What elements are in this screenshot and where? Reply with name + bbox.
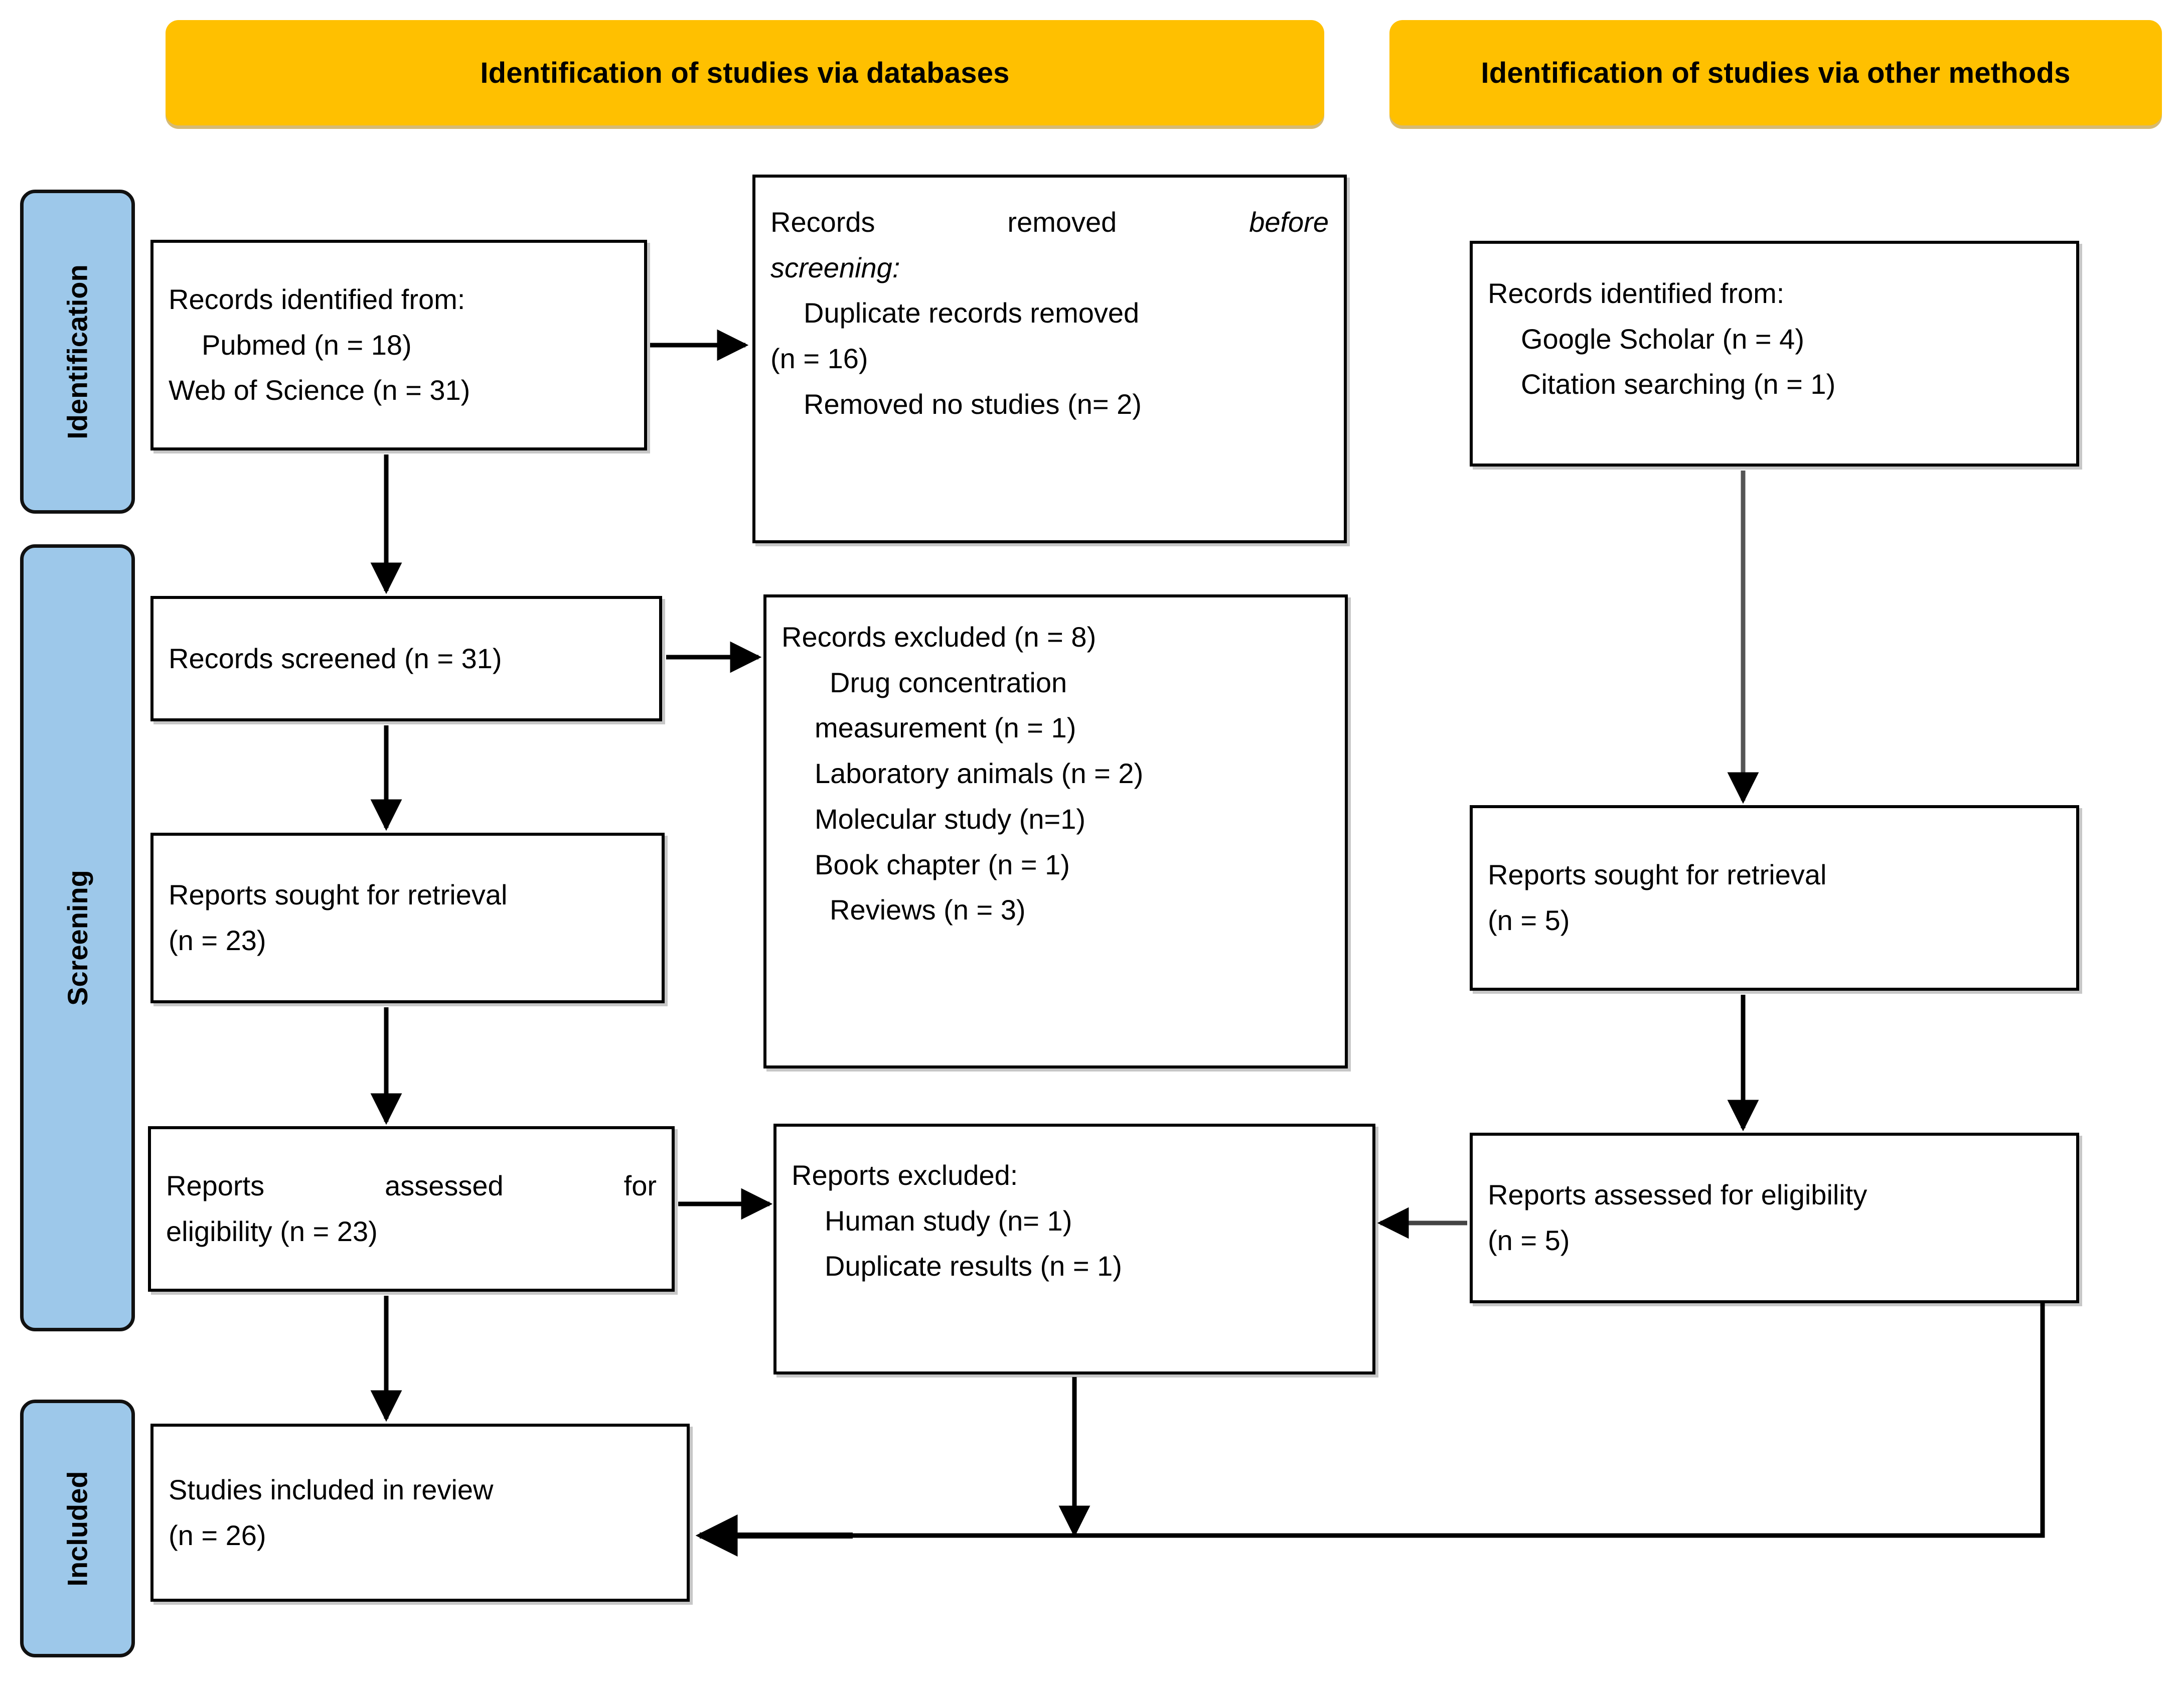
records-identified-db-item-0: Pubmed (n = 18) <box>202 329 412 361</box>
box-studies-included: Studies included in review (n = 26) <box>150 1424 690 1602</box>
records-removed-word-before: before <box>1249 206 1329 238</box>
reports-sought-db-line1: Reports sought for retrieval <box>169 879 508 911</box>
reports-sought-db-line2: (n = 23) <box>169 925 266 956</box>
records-excluded-item-5: Reviews (n = 3) <box>830 894 1026 926</box>
box-reports-sought-other-methods: Reports sought for retrieval (n = 5) <box>1470 805 2079 991</box>
box-records-screened: Records screened (n = 31) <box>150 596 662 721</box>
banner-other-methods-label: Identification of studies via other meth… <box>1481 56 2071 89</box>
reports-assessed-db-word-assessed: assessed <box>385 1170 504 1202</box>
stage-label-screening: Screening <box>20 544 135 1331</box>
studies-included-line1: Studies included in review <box>169 1473 494 1505</box>
records-identified-db-title: Records identified from: <box>169 283 465 315</box>
reports-assessed-db-word-reports: Reports <box>166 1170 265 1202</box>
reports-excluded-title: Reports excluded: <box>792 1159 1018 1191</box>
records-identified-other-item-0: Google Scholar (n = 4) <box>1521 323 1804 355</box>
reports-excluded-item-0: Human study (n= 1) <box>825 1204 1072 1237</box>
records-excluded-item-4: Book chapter (n = 1) <box>815 848 1070 880</box>
box-reports-excluded: Reports excluded: Human study (n= 1) Dup… <box>773 1124 1375 1374</box>
records-removed-item-2: Removed no studies (n= 2) <box>804 388 1142 420</box>
box-records-identified-databases: Records identified from: Pubmed (n = 18)… <box>150 240 647 450</box>
stage-label-screening-text: Screening <box>62 870 94 1006</box>
records-excluded-item-0: Drug concentration <box>830 666 1067 698</box>
stage-label-included-text: Included <box>62 1470 94 1587</box>
reports-assessed-db-line2: eligibility (n = 23) <box>166 1215 378 1247</box>
stage-label-identification-text: Identification <box>62 264 94 439</box>
records-excluded-item-1: measurement (n = 1) <box>815 712 1076 744</box>
box-reports-assessed-databases: Reports assessed for eligibility (n = 23… <box>148 1126 675 1292</box>
reports-sought-other-line1: Reports sought for retrieval <box>1488 859 1827 891</box>
stage-label-identification: Identification <box>20 190 135 514</box>
records-removed-item-1: (n = 16) <box>770 343 868 375</box>
records-excluded-item-3: Molecular study (n=1) <box>815 803 1086 835</box>
studies-included-line2: (n = 26) <box>169 1519 266 1551</box>
banner-identification-databases: Identification of studies via databases <box>166 20 1324 125</box>
records-excluded-item-2: Laboratory animals (n = 2) <box>815 757 1144 790</box>
records-removed-title-line2: screening: <box>770 251 900 283</box>
banner-identification-other-methods: Identification of studies via other meth… <box>1389 20 2162 125</box>
box-reports-sought-databases: Reports sought for retrieval (n = 23) <box>150 833 665 1003</box>
records-removed-word-removed: removed <box>1007 206 1117 238</box>
stage-label-included: Included <box>20 1400 135 1657</box>
records-excluded-title: Records excluded (n = 8) <box>782 621 1097 653</box>
banner-databases-label: Identification of studies via databases <box>480 56 1010 89</box>
box-records-excluded: Records excluded (n = 8) Drug concentrat… <box>763 594 1348 1068</box>
box-records-removed-before-screening: Records removed before screening: Duplic… <box>752 175 1347 543</box>
box-records-identified-other-methods: Records identified from: Google Scholar … <box>1470 241 2079 467</box>
reports-excluded-item-1: Duplicate results (n = 1) <box>825 1250 1122 1282</box>
records-identified-other-title: Records identified from: <box>1488 277 1785 309</box>
reports-assessed-other-line2: (n = 5) <box>1488 1225 1570 1256</box>
records-identified-db-item-1: Web of Science (n = 31) <box>169 374 471 406</box>
records-screened-title: Records screened (n = 31) <box>169 642 502 674</box>
records-removed-item-0: Duplicate records removed <box>804 297 1140 329</box>
records-identified-other-item-1: Citation searching (n = 1) <box>1521 368 1836 400</box>
reports-sought-other-line2: (n = 5) <box>1488 904 1570 936</box>
reports-assessed-other-line1: Reports assessed for eligibility <box>1488 1179 1867 1211</box>
reports-assessed-db-line1: Reports assessed for <box>166 1163 657 1209</box>
records-removed-title-line1: Records removed before <box>770 200 1329 245</box>
box-reports-assessed-other-methods: Reports assessed for eligibility (n = 5) <box>1470 1133 2079 1303</box>
records-removed-word-records: Records <box>770 206 875 238</box>
reports-assessed-db-word-for: for <box>623 1170 657 1202</box>
